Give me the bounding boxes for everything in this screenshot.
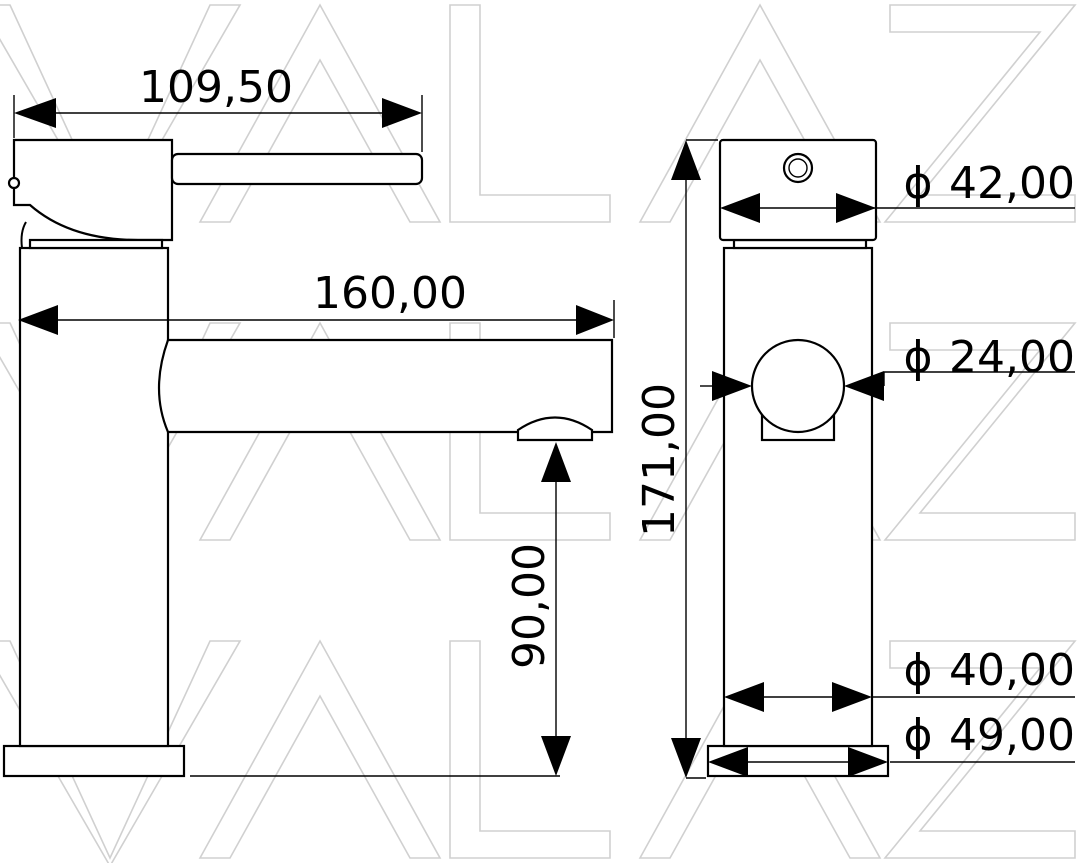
dim-spout-length: [18, 300, 615, 338]
dim-total-height: [671, 139, 718, 779]
front-collar: [732, 238, 868, 250]
faucet-front-view: [706, 138, 890, 778]
dim-label-dia-spout: 24,00: [949, 332, 1075, 383]
dim-symbol-dia-handle: ϕ: [903, 158, 932, 209]
spout: [157, 338, 614, 434]
dim-symbol-dia-base: ϕ: [903, 710, 932, 761]
handle-lever: [170, 152, 424, 186]
dim-label-handle-length: 109,50: [139, 62, 293, 113]
handle-cap: [12, 138, 174, 242]
dim-spout-height: [541, 442, 571, 776]
dim-handle-length: [13, 95, 423, 152]
faucet-body: [18, 246, 170, 748]
faucet-side-view: [2, 138, 614, 778]
handle-collar: [28, 238, 164, 250]
dim-dia-body: [724, 682, 1075, 712]
front-body: [722, 246, 874, 748]
dim-symbol-dia-body: ϕ: [903, 645, 932, 696]
dim-dia-base: [708, 747, 1075, 777]
dim-label-total-height: 171,00: [634, 383, 685, 537]
dim-label-dia-body: 40,00: [949, 645, 1075, 696]
watermark: [0, 3, 1077, 863]
watermark-row: [0, 639, 1077, 863]
dim-dia-spout: [700, 371, 1075, 401]
dim-label-spout-length: 160,00: [313, 268, 467, 319]
aerator: [516, 416, 594, 442]
dim-dia-handle: [720, 193, 1075, 223]
dim-label-dia-handle: 42,00: [949, 158, 1075, 209]
dim-label-dia-base: 49,00: [949, 710, 1075, 761]
handle-screw: [782, 152, 814, 184]
base-plate: [2, 744, 186, 778]
front-spout: [750, 338, 846, 434]
dim-label-spout-height: 90,00: [504, 543, 555, 669]
dim-symbol-dia-spout: ϕ: [903, 332, 932, 383]
